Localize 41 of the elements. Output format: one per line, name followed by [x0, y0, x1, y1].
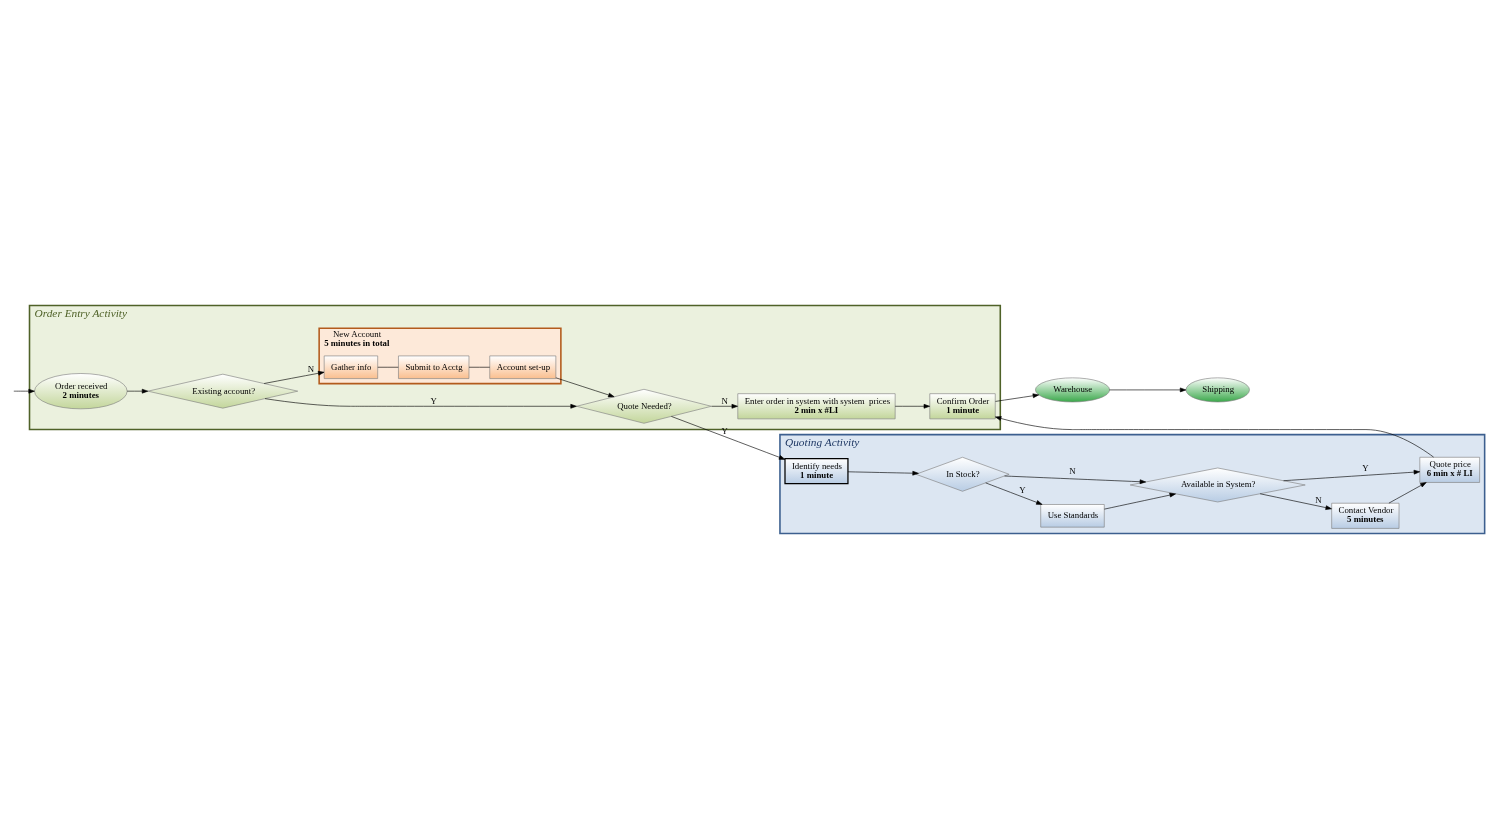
node-box: Quote price 6 min x # LI — [1419, 456, 1480, 483]
arrow — [847, 470, 919, 475]
node-box: Submit to Acctg — [398, 355, 470, 379]
arrow — [555, 377, 615, 397]
arrow — [1388, 481, 1427, 503]
arrow — [985, 482, 1043, 505]
edge-label: N — [307, 363, 315, 374]
node-diamond: Quote Needed? — [576, 388, 712, 424]
arrow — [894, 403, 930, 409]
edge-label: N — [721, 395, 728, 406]
node-box: Account set-up — [489, 355, 557, 379]
node-ellipse: Shipping — [1185, 377, 1250, 402]
arrow — [995, 415, 1434, 457]
edge-label: Y — [430, 395, 437, 406]
node-diamond: In Stock? — [915, 456, 1010, 492]
node-box: Confirm Order 1 minute — [929, 392, 996, 419]
arrow — [1283, 469, 1421, 481]
arrow — [126, 388, 149, 393]
node-box: Enter order in system with system prices 2 min x #LI — [737, 392, 896, 419]
arrow — [995, 392, 1040, 402]
node-box: Identify needs 1 minute — [784, 457, 849, 484]
node-box: Gather info — [323, 355, 378, 379]
edge-label: N — [1069, 465, 1076, 476]
arrow — [1259, 492, 1332, 510]
node-diamond: Existing account? — [147, 373, 299, 408]
node-box: Contact Vendor 5 minutes — [1331, 502, 1400, 529]
edge-label: Y — [1362, 462, 1369, 473]
node-box: Use Standards — [1040, 503, 1105, 527]
arrow — [13, 388, 35, 393]
arrow — [1004, 475, 1147, 484]
node-ellipse: Order received 2 minutes — [34, 372, 128, 409]
arrow — [671, 415, 786, 460]
node-diamond: Available in System? — [1129, 467, 1306, 502]
arrow — [264, 397, 577, 409]
edge-label: N — [1315, 494, 1322, 505]
arrow — [711, 403, 738, 409]
arrow — [1104, 492, 1176, 509]
edge-label: Y — [1019, 484, 1026, 495]
arrow — [263, 370, 325, 384]
arrow — [1109, 387, 1187, 392]
node-ellipse: Warehouse — [1035, 377, 1110, 402]
